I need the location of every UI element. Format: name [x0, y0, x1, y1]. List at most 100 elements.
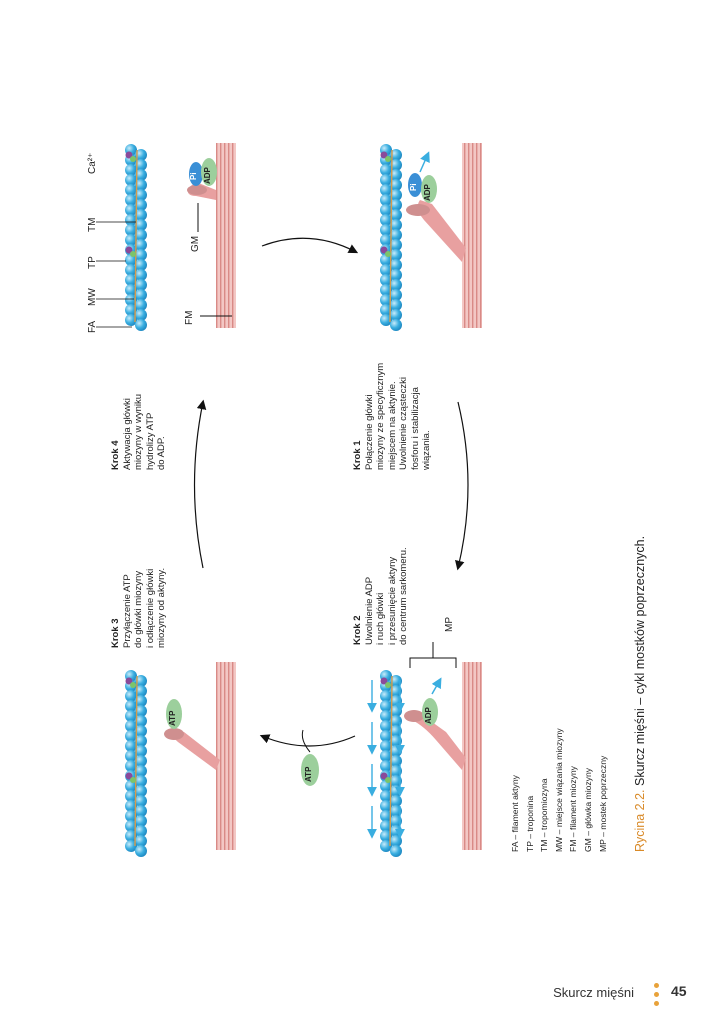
- myosin-filament-top-left: [216, 143, 236, 328]
- actin-bead: [125, 224, 137, 236]
- actin-bead: [390, 715, 402, 727]
- actin-bead: [390, 309, 402, 321]
- myosin-filament-top-right: [462, 143, 482, 328]
- figure-caption: Rycina 2.2. Skurcz mięśni – cykl mostków…: [633, 536, 647, 852]
- actin-bead: [135, 705, 147, 717]
- actin-bead: [390, 179, 402, 191]
- step-4-title: Krok 4: [110, 440, 121, 470]
- actin-bead: [390, 755, 402, 767]
- actin-bead: [390, 239, 402, 251]
- actin-bead: [390, 209, 402, 221]
- step-3-title: Krok 3: [110, 618, 121, 648]
- actin-bead: [135, 685, 147, 697]
- actin-bead: [380, 750, 392, 762]
- actin-bead: [135, 775, 147, 787]
- figure-number: Rycina 2.2.: [633, 789, 647, 852]
- actin-bead: [390, 149, 402, 161]
- actin-bead: [380, 810, 392, 822]
- tropomyosin-strand: [134, 675, 138, 847]
- actin-bead: [125, 304, 137, 316]
- actin-bead: [380, 284, 392, 296]
- actin-bead: [390, 249, 402, 261]
- actin-bead: [135, 319, 147, 331]
- binding-site: [385, 251, 391, 257]
- binding-site: [130, 777, 136, 783]
- actin-bead: [125, 294, 137, 306]
- adp-molecule-bound: [421, 175, 437, 203]
- pi-label-2: Pi: [409, 183, 418, 191]
- atp-free: [301, 754, 319, 786]
- mp-bracket: [409, 657, 457, 668]
- legend: FA – filament aktyny TP – troponina TM –…: [508, 728, 610, 852]
- actin-bead: [135, 765, 147, 777]
- label-tp: TP: [87, 256, 98, 269]
- label-fa: FA: [87, 320, 98, 333]
- actin-bead: [135, 795, 147, 807]
- actin-bead: [390, 159, 402, 171]
- actin-bead: [135, 735, 147, 747]
- actin-bead: [390, 725, 402, 737]
- actin-bead: [380, 274, 392, 286]
- actin-bead: [390, 269, 402, 281]
- actin-bead: [390, 199, 402, 211]
- step-1-text: Krok 1 Połączenie główki miozyny ze spec…: [352, 362, 432, 470]
- actin-bead: [125, 194, 137, 206]
- binding-site: [385, 156, 391, 162]
- actin-bead: [390, 765, 402, 777]
- actin-bead: [135, 695, 147, 707]
- actin-bead: [380, 840, 392, 852]
- actin-bead: [135, 159, 147, 171]
- actin-bead: [125, 700, 137, 712]
- actin-bead: [390, 685, 402, 697]
- actin-bead: [125, 730, 137, 742]
- adp-released: [422, 698, 438, 726]
- troponin-complex: [380, 677, 388, 685]
- actin-bead: [380, 174, 392, 186]
- legend-item: FA – filament aktyny: [510, 775, 520, 852]
- actin-bead: [135, 755, 147, 767]
- troponin-complex: [380, 151, 388, 159]
- actin-bead: [380, 304, 392, 316]
- actin-filament-top-right: [380, 144, 402, 331]
- step-1-title: Krok 1: [352, 440, 363, 470]
- cycle-arrow-2-to-3: [259, 734, 356, 747]
- actin-bead: [380, 710, 392, 722]
- actin-bead: [125, 690, 137, 702]
- actin-bead: [135, 149, 147, 161]
- binding-site: [130, 682, 136, 688]
- actin-bead: [125, 264, 137, 276]
- actin-bead: [125, 164, 137, 176]
- label-mp: MP: [444, 617, 455, 632]
- step-2-text: Krok 2 Uwolnienie ADP i ruch główki i pr…: [352, 547, 409, 645]
- legend-item: TM – tropomiozyna: [539, 778, 550, 852]
- actin-bead: [125, 760, 137, 772]
- step-4-text: Krok 4 Aktywacja główki miozyny w wyniku…: [110, 393, 167, 470]
- actin-filament-bottom-right: [380, 670, 402, 857]
- atp-label-free: ATP: [304, 766, 313, 782]
- actin-bead: [135, 815, 147, 827]
- tropomyosin-strand: [389, 149, 393, 323]
- actin-bead: [125, 254, 137, 266]
- actin-bead: [380, 790, 392, 802]
- actin-bead: [380, 780, 392, 792]
- actin-bead: [135, 169, 147, 181]
- step-2-title: Krok 2: [352, 615, 363, 645]
- actin-bead: [380, 164, 392, 176]
- actin-bead: [125, 810, 137, 822]
- atp-entry-arrow: [301, 729, 311, 753]
- label-fm: FM: [184, 310, 195, 325]
- running-footer-chapter: Skurcz mięśni: [553, 985, 634, 1000]
- cycle-arrow-3-to-4: [193, 399, 207, 569]
- actin-bead: [390, 675, 402, 687]
- legend-item: MP – mostek poprzeczny: [597, 755, 608, 852]
- tropomyosin-strand: [389, 675, 393, 847]
- actin-bead: [125, 710, 137, 722]
- myosin-head-power-stroke: [404, 677, 466, 770]
- actin-bead: [135, 675, 147, 687]
- actin-bead: [125, 274, 137, 286]
- actin-bead: [390, 169, 402, 181]
- actin-bead: [380, 214, 392, 226]
- actin-bead: [380, 800, 392, 812]
- actin-bead: [380, 690, 392, 702]
